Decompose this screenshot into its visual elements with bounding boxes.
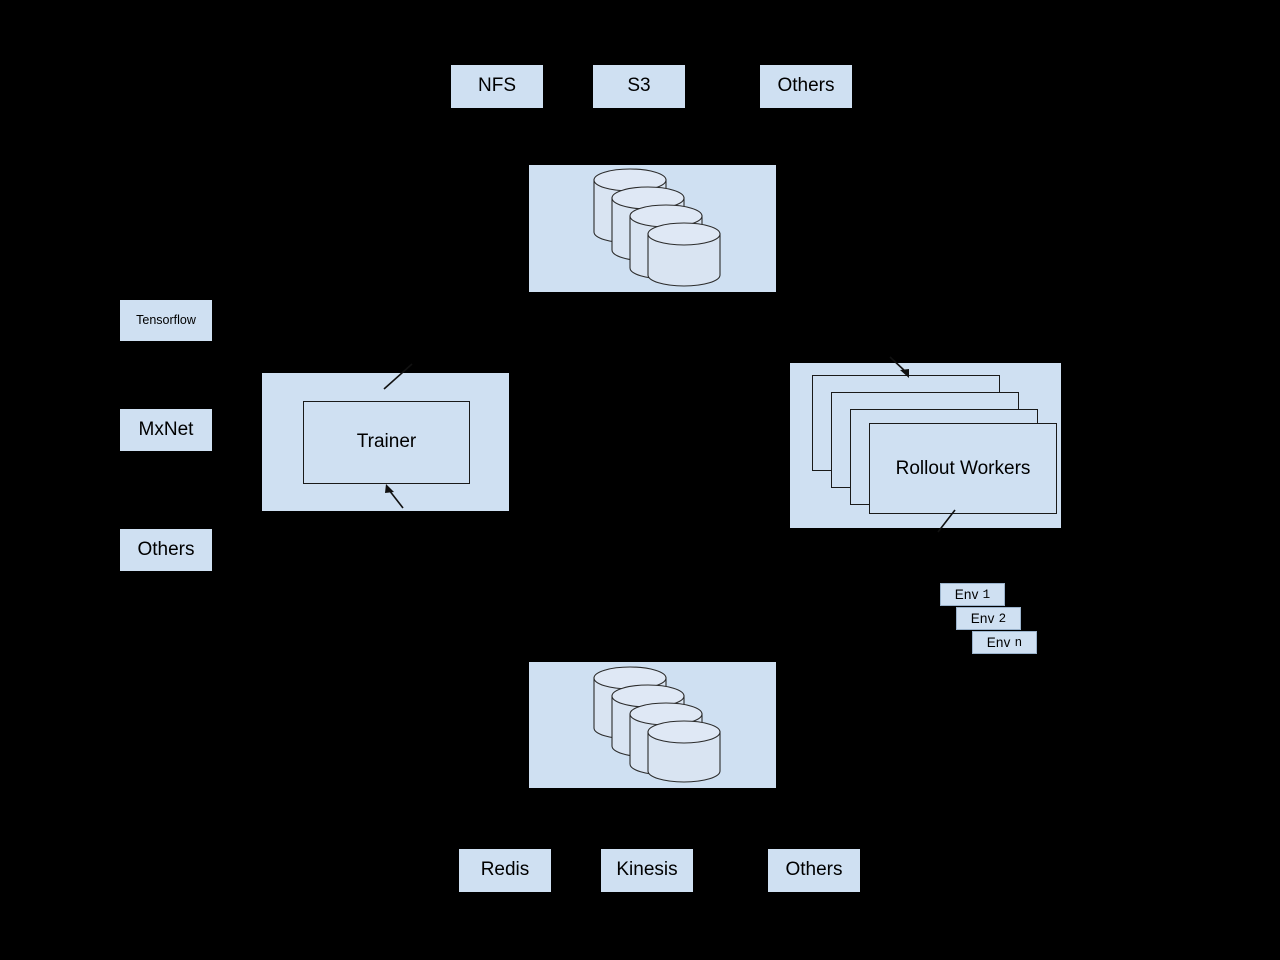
environment-2-index: 2 — [998, 611, 1007, 626]
storage-backend-others[interactable]: Others — [760, 65, 852, 108]
queue-backend-kinesis[interactable]: Kinesis — [601, 849, 693, 892]
rollout-workers-label: Rollout Workers — [895, 457, 1031, 479]
trainer-box[interactable]: Trainer — [303, 401, 470, 484]
environment-box-1[interactable]: Env 1 — [940, 583, 1005, 606]
framework-tensorflow[interactable]: Tensorflow — [120, 300, 212, 341]
storage-backend-nfs-label: NFS — [478, 75, 516, 97]
storage-backend-nfs[interactable]: NFS — [451, 65, 543, 108]
environment-2-name: Env — [970, 611, 995, 626]
rollout-worker-stack-layer-4[interactable]: Rollout Workers — [869, 423, 1057, 514]
framework-others[interactable]: Others — [120, 529, 212, 571]
queue-backend-redis[interactable]: Redis — [459, 849, 551, 892]
framework-others-label: Others — [137, 538, 195, 560]
framework-mxnet-label: MxNet — [138, 418, 194, 440]
storage-backend-others-label: Others — [777, 75, 835, 97]
queue-backend-others-label: Others — [785, 859, 843, 881]
storage-backend-s3[interactable]: S3 — [593, 65, 685, 108]
queue-backend-redis-label: Redis — [480, 859, 530, 881]
environment-n-index: n — [1014, 635, 1023, 650]
trainer-label: Trainer — [356, 431, 417, 453]
environment-1-index: 1 — [982, 587, 991, 602]
datastore-top-panel[interactable] — [529, 165, 776, 292]
datastore-bottom-panel[interactable] — [529, 662, 776, 788]
storage-backend-s3-label: S3 — [627, 75, 651, 97]
framework-tensorflow-label: Tensorflow — [136, 312, 196, 327]
environment-box-n[interactable]: Env n — [972, 631, 1037, 654]
framework-mxnet[interactable]: MxNet — [120, 409, 212, 451]
environment-1-name: Env — [954, 587, 979, 602]
environment-n-name: Env — [986, 635, 1011, 650]
queue-backend-kinesis-label: Kinesis — [616, 859, 678, 881]
queue-backend-others[interactable]: Others — [768, 849, 860, 892]
environment-box-2[interactable]: Env 2 — [956, 607, 1021, 630]
